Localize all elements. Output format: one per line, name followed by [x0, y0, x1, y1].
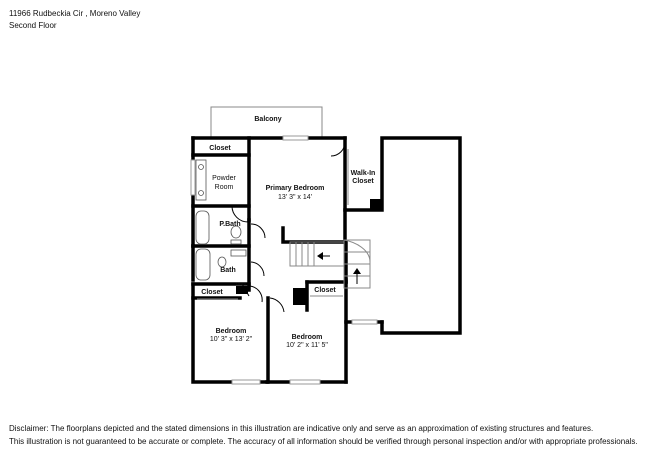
closet-right-label: Closet: [314, 287, 336, 294]
toilet-icon: [217, 256, 227, 268]
tub-icon: [195, 248, 211, 281]
column-block: [370, 199, 382, 211]
bath-label: Bath: [220, 267, 236, 274]
windows: [190, 135, 378, 385]
closet-left-label: Closet: [201, 289, 223, 296]
pbath-label: P.Bath: [219, 221, 240, 228]
interior-walls: [191, 136, 348, 384]
sink-icon: [230, 249, 247, 257]
sink-icon: [198, 164, 204, 170]
powder-room-label-2: Room: [215, 184, 234, 191]
floor-label: Second Floor: [9, 21, 57, 30]
bedroom-right-label: Bedroom: [292, 334, 323, 341]
bedroom-left-label: Bedroom: [216, 328, 247, 335]
arrow-up-icon: [353, 268, 361, 274]
bathtub-icon: [195, 210, 210, 245]
column-block: [236, 286, 248, 294]
column-block: [293, 288, 306, 305]
balcony-label: Balcony: [254, 116, 281, 123]
property-address: 11966 Rudbeckia Cir , Moreno Valley: [9, 9, 141, 18]
primary-bedroom-label: Primary Bedroom: [266, 185, 325, 192]
staircase: [289, 239, 371, 289]
primary-bedroom-dimensions: 13' 3" x 14': [278, 194, 312, 201]
walkin-closet-label: Walk-In: [351, 170, 376, 177]
vanity-icon: [195, 159, 207, 201]
bath-fixtures: [195, 159, 247, 281]
disclaimer-line-2: This illustration is not guaranteed to b…: [9, 437, 638, 446]
walkin-closet-label-2: Closet: [352, 178, 374, 185]
sink-icon: [198, 190, 204, 196]
toilet-icon: [230, 225, 242, 239]
linen-label: Linen: [236, 281, 246, 286]
powder-room-label: Powder: [212, 175, 236, 182]
bedroom-left-dimensions: 10' 3" x 13' 2": [210, 336, 253, 343]
disclaimer-line-1: Disclaimer: The floorplans depicted and …: [9, 424, 594, 433]
bedroom-right-dimensions: 10' 2" x 11' 5": [286, 342, 328, 349]
closet-top-label: Closet: [209, 145, 231, 152]
arrow-left-icon: [317, 252, 323, 260]
